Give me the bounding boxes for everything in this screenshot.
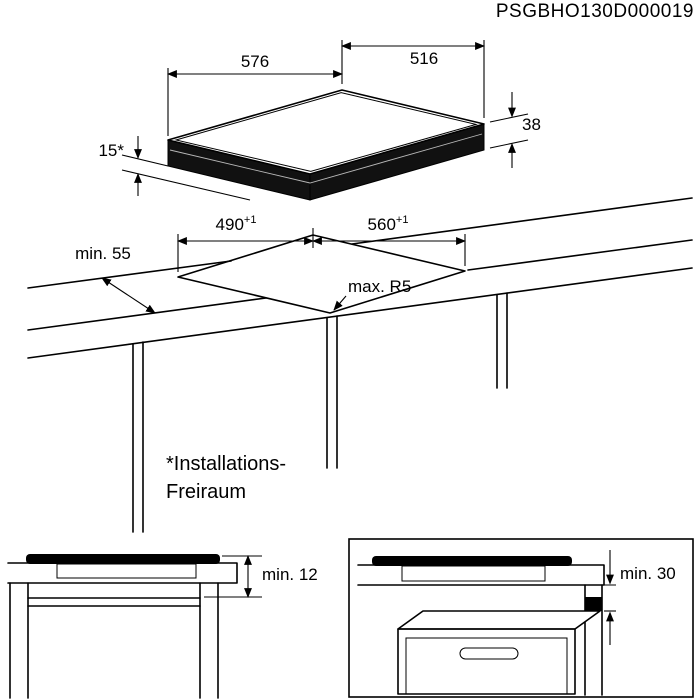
worktop-cutout-view: 490+1 560+1 min. 55 max. R5 bbox=[27, 197, 693, 533]
cutout-width-tolerance: +1 bbox=[396, 214, 409, 226]
worktop-front-edge-right bbox=[467, 239, 693, 271]
hob-frame-line bbox=[169, 133, 483, 184]
note-line-1: *Installations- bbox=[166, 453, 286, 475]
worktop-section bbox=[7, 562, 238, 584]
cutout-radius-label: max. R5 bbox=[348, 277, 411, 296]
dimension-560: 560+1 bbox=[312, 214, 466, 266]
cutout-width-value: 560 bbox=[368, 215, 396, 234]
hob-width-label: 576 bbox=[241, 52, 269, 71]
cabinet-legs bbox=[132, 292, 508, 533]
oven-top-face bbox=[397, 610, 601, 630]
hob-profile bbox=[26, 554, 220, 564]
drawer-clearance-label: min. 12 bbox=[262, 565, 318, 584]
hob-housing bbox=[401, 565, 546, 582]
drawer-clearance-view: min. 12 bbox=[7, 554, 318, 699]
detail-box-border bbox=[348, 538, 694, 698]
part-number: PSGBHO130D000019 bbox=[496, 1, 694, 22]
cutout-opening bbox=[177, 234, 466, 314]
hob-profile bbox=[372, 556, 572, 566]
oven-handle bbox=[459, 647, 519, 660]
worktop-section bbox=[357, 564, 605, 586]
dimension-490: 490+1 bbox=[177, 214, 314, 272]
oven-clearance-label: min. 30 bbox=[620, 564, 676, 583]
worktop-front-edge-left bbox=[27, 297, 267, 331]
oven-door bbox=[405, 637, 568, 695]
dimension-min30: min. 30 bbox=[592, 550, 676, 645]
cutout-width-label: 560+1 bbox=[368, 214, 409, 234]
worktop-back-edge-right bbox=[351, 197, 693, 245]
installation-note: *Installations- Freiraum bbox=[166, 453, 286, 503]
cutout-depth-label: 490+1 bbox=[216, 214, 257, 234]
dimension-15: 15* bbox=[98, 136, 251, 201]
hob-depth-label: 516 bbox=[410, 49, 438, 68]
hob-glass-edge bbox=[174, 92, 478, 172]
worktop-back-edge-left bbox=[27, 260, 232, 289]
dimension-516: 516 bbox=[341, 40, 485, 118]
dimension-min55: min. 55 bbox=[75, 244, 156, 314]
hob-height-label: 38 bbox=[522, 115, 541, 134]
note-line-2: Freiraum bbox=[166, 481, 246, 503]
hob-isometric-view: 576 516 38 15* bbox=[98, 40, 541, 201]
cutout-depth-tolerance: +1 bbox=[244, 214, 257, 226]
dimension-maxR5: max. R5 bbox=[333, 277, 411, 311]
cutout-front-distance-label: min. 55 bbox=[75, 244, 131, 263]
hob-housing bbox=[56, 563, 197, 579]
dimension-38: 38 bbox=[489, 92, 541, 168]
hob-clearance-label: 15* bbox=[98, 141, 124, 160]
worktop-front-face-bottom bbox=[27, 267, 693, 359]
mounting-bracket bbox=[585, 597, 602, 611]
oven-clearance-view: min. 30 bbox=[348, 538, 694, 698]
hob-top-surface bbox=[167, 89, 485, 175]
dimension-min12: min. 12 bbox=[204, 555, 318, 598]
oven-front bbox=[397, 628, 576, 695]
cutout-depth-value: 490 bbox=[216, 215, 244, 234]
